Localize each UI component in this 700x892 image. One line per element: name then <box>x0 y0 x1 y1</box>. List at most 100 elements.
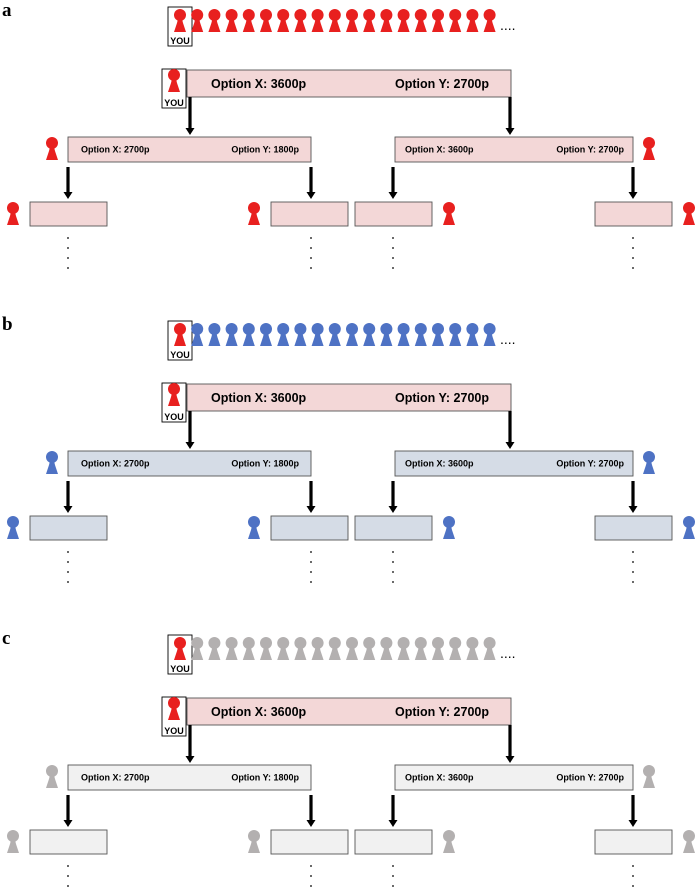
continuation-dots <box>632 551 634 583</box>
you-person-icon <box>168 383 180 406</box>
group-member-icon <box>248 202 260 225</box>
group-member-icon <box>208 9 221 32</box>
group-member-icon <box>449 323 462 346</box>
you-label: YOU <box>164 98 184 108</box>
you-label: YOU <box>164 412 184 422</box>
arrow-down-icon <box>505 725 515 763</box>
group-member-icon <box>363 637 376 660</box>
group-member-icon <box>294 323 307 346</box>
group-member-icon <box>208 637 221 660</box>
group-member-icon <box>311 637 324 660</box>
group-member-icon <box>328 9 341 32</box>
continuation-dots <box>67 237 69 269</box>
you-person-icon <box>168 69 180 92</box>
option-y-label: Option Y: 2700p <box>395 391 489 405</box>
continuation-dots <box>310 237 312 269</box>
group-member-icon <box>443 202 455 225</box>
you-frame <box>167 6 193 47</box>
arrow-down-icon <box>306 795 316 827</box>
group-member-icon <box>242 323 255 346</box>
group-member-icon <box>191 637 204 660</box>
group-member-icon <box>643 137 655 160</box>
empty-choice-box <box>29 515 108 541</box>
group-member-icon <box>380 9 393 32</box>
group-member-icon <box>328 637 341 660</box>
arrow-down-icon <box>63 481 73 513</box>
you-person-icon <box>174 637 186 660</box>
group-member-icon <box>311 323 324 346</box>
group-member-icon <box>643 765 655 788</box>
empty-choice-box <box>29 201 108 227</box>
empty-choice-box <box>354 201 433 227</box>
group-member-icon <box>225 9 238 32</box>
continuation-dots <box>632 237 634 269</box>
empty-choice-box <box>29 829 108 855</box>
group-member-icon <box>449 9 462 32</box>
option-x-label: Option X: 3600p <box>405 459 474 469</box>
group-member-icon <box>683 202 695 225</box>
arrow-down-icon <box>505 411 515 449</box>
group-member-icon <box>397 637 410 660</box>
panel-letter: c <box>2 628 10 649</box>
group-member-icon <box>466 323 479 346</box>
arrow-down-icon <box>628 167 638 199</box>
you-label: YOU <box>170 664 190 674</box>
group-member-icon <box>260 637 272 660</box>
continuation-dots <box>67 551 69 583</box>
group-member-icon <box>7 830 19 853</box>
continuation-dots <box>392 865 394 887</box>
group-member-icon <box>260 323 272 346</box>
option-x-label: Option X: 2700p <box>81 773 150 783</box>
empty-choice-box <box>594 201 673 227</box>
continuation-dots <box>392 237 394 269</box>
group-member-icon <box>277 9 290 32</box>
group-member-icon <box>432 9 444 32</box>
group-member-icon <box>7 202 19 225</box>
more-members-ellipsis: .... <box>500 17 516 33</box>
you-person-icon <box>168 697 180 720</box>
arrow-down-icon <box>306 167 316 199</box>
arrow-down-icon <box>628 481 638 513</box>
more-members-ellipsis: .... <box>500 331 516 347</box>
continuation-dots <box>392 551 394 583</box>
empty-choice-box <box>354 515 433 541</box>
you-frame <box>167 634 193 675</box>
group-member-icon <box>260 9 272 32</box>
group-member-icon <box>277 637 290 660</box>
group-member-icon <box>363 9 376 32</box>
arrow-down-icon <box>628 795 638 827</box>
group-member-icon <box>643 451 655 474</box>
group-row: YOU.... <box>167 320 516 361</box>
group-member-icon <box>466 637 479 660</box>
option-y-label: Option Y: 2700p <box>556 773 624 783</box>
group-member-icon <box>443 830 455 853</box>
empty-choice-box <box>594 829 673 855</box>
option-y-label: Option Y: 2700p <box>395 77 489 91</box>
group-member-icon <box>294 9 307 32</box>
group-member-icon <box>683 830 695 853</box>
group-member-icon <box>443 516 455 539</box>
arrow-down-icon <box>306 481 316 513</box>
group-member-icon <box>380 637 393 660</box>
arrow-down-icon <box>185 97 195 135</box>
panel-letter: a <box>2 0 12 21</box>
group-member-icon <box>242 637 255 660</box>
empty-choice-box <box>270 829 349 855</box>
group-member-icon <box>466 9 479 32</box>
group-member-icon <box>483 637 496 660</box>
group-member-icon <box>328 323 341 346</box>
group-member-icon <box>225 323 238 346</box>
you-label: YOU <box>170 350 190 360</box>
arrow-down-icon <box>505 97 515 135</box>
group-member-icon <box>449 637 462 660</box>
